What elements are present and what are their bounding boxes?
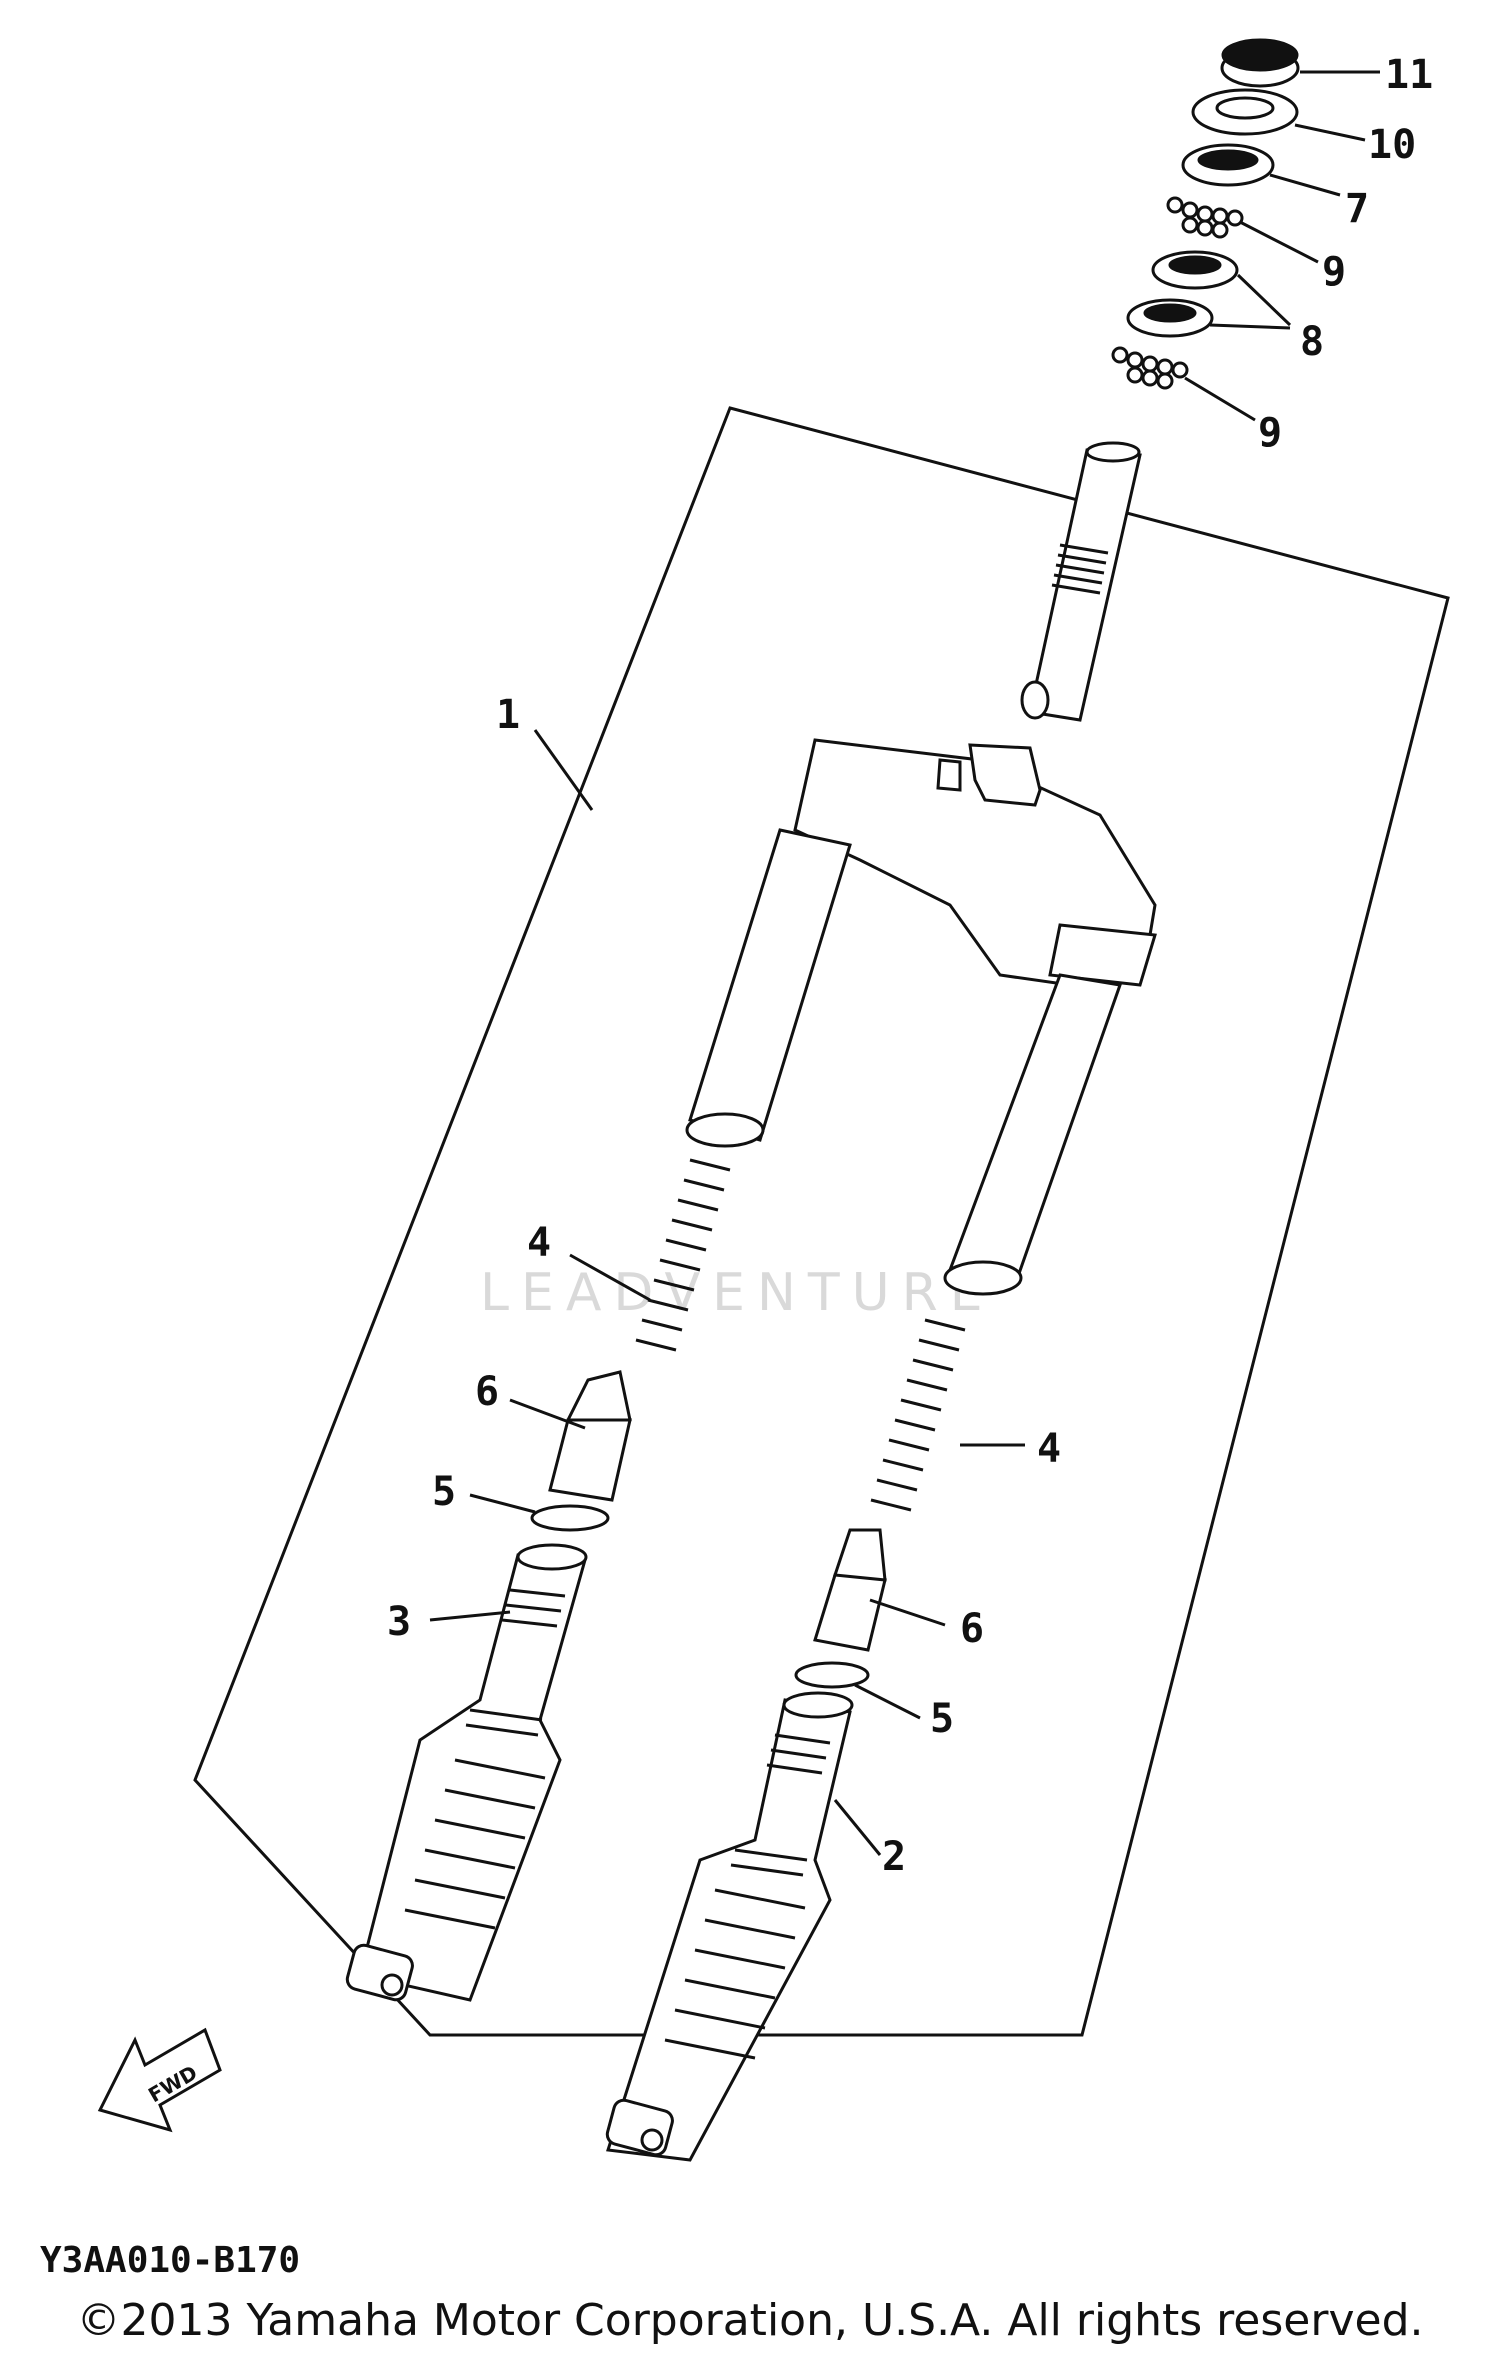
fork-bracket xyxy=(793,738,1157,987)
callout-9-upper: 9 xyxy=(1322,249,1346,295)
callout-6-left: 6 xyxy=(475,1369,499,1415)
race-8 xyxy=(1126,250,1239,338)
balls-9-upper xyxy=(1166,196,1244,239)
callout-8: 8 xyxy=(1300,319,1324,365)
race-7 xyxy=(1181,143,1275,187)
callout-3: 3 xyxy=(387,1599,411,1645)
washer-10 xyxy=(1191,88,1299,136)
inner-tube-right xyxy=(943,973,1123,1296)
outer-tube-right xyxy=(605,1691,854,2162)
ring-nut-11 xyxy=(1220,38,1300,88)
callout-9-lower: 9 xyxy=(1258,410,1282,456)
callout-1: 1 xyxy=(496,692,520,738)
spacer-left xyxy=(548,1370,632,1502)
fork-spring-right xyxy=(870,1318,966,1512)
callout-11: 11 xyxy=(1385,52,1433,98)
leader-lines xyxy=(429,70,1380,1856)
fwd-arrow-icon: FWD xyxy=(97,2027,222,2133)
callout-5-right: 5 xyxy=(930,1696,954,1742)
callout-10: 10 xyxy=(1368,122,1416,168)
o-ring-left xyxy=(530,1504,610,1532)
steering-stem xyxy=(1020,441,1142,722)
o-ring-right xyxy=(794,1661,870,1689)
callout-7: 7 xyxy=(1345,186,1369,232)
callout-4-right: 4 xyxy=(1037,1426,1061,1472)
outer-tube-left xyxy=(345,1543,588,2002)
callout-2: 2 xyxy=(882,1834,906,1880)
callout-4-left: 4 xyxy=(527,1220,551,1266)
copyright-notice: ©2013 Yamaha Motor Corporation, U.S.A. A… xyxy=(76,2295,1424,2346)
inner-tube-left xyxy=(685,828,852,1148)
callout-6-right: 6 xyxy=(960,1606,984,1652)
spacer-right xyxy=(813,1528,887,1652)
fork-spring-left xyxy=(635,1158,731,1352)
diagram-code: Y3AA010-B170 xyxy=(40,2240,301,2281)
balls-9-lower xyxy=(1111,346,1189,390)
callout-5-left: 5 xyxy=(432,1469,456,1515)
watermark: LEADVENTURE xyxy=(480,1263,995,1323)
